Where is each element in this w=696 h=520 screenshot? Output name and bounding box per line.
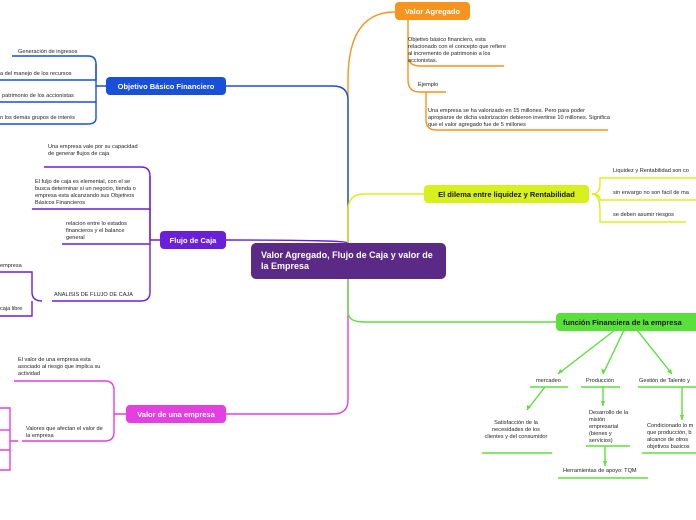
objetivo-item-patrimonio: patrimonio de los accionistas	[2, 93, 74, 99]
funcion-produccion: Producción	[586, 378, 614, 384]
mercadeo-satisfaccion: Satisfacción de la necesidades de los cl…	[484, 420, 548, 440]
flujo-item-elemental: El fuljo de caja es elemental, con el se…	[35, 179, 136, 206]
valor-empresa-riesgo: El valor de una empresa esta asociado al…	[18, 357, 101, 377]
dilema-item-2: sin envargo no son facil de ma	[613, 190, 689, 196]
objetivo-item-grupos-interes: n los demás grupos de interés	[0, 115, 75, 121]
analisis-item-caja-libre: caja libre	[0, 306, 23, 312]
topic-flujo-de-caja[interactable]: Flujo de Caja	[160, 231, 226, 249]
flujo-analisis: ANALISIS DE FLUJO DE CAJA	[54, 292, 133, 298]
objetivo-item-recursos: a del manejo de los recursos	[0, 71, 72, 77]
objetivo-item-ingresos: Generación de ingresos	[18, 49, 78, 55]
produccion-desarrollo-mision: Desarrollo de la misión empresarial (bie…	[589, 410, 629, 444]
topic-dilema-liquidez-rentabilidad[interactable]: El dilema entre liquidez y Rentabilidad	[424, 185, 589, 203]
valor-agregado-description: Objetivo básico financiero, esta relacio…	[408, 37, 506, 64]
flujo-item-valor-empresa: Una empresa vale por su capacidad de gen…	[48, 144, 138, 157]
dilema-item-3: se deben asumir riesgos	[613, 212, 674, 218]
talento-condicionado: Condicionado lo m que producción, b alca…	[647, 423, 694, 450]
dilema-item-1: Liquidez y Rentabilidad son co	[613, 168, 689, 174]
central-topic[interactable]: Valor Agregado, Flujo de Caja y valor de…	[251, 243, 446, 279]
valor-agregado-ejemplo-text: Una empresa se ha valorizado en 15 millo…	[428, 108, 610, 128]
funcion-talento: Gestión de Talento y	[639, 378, 690, 384]
topic-funcion-financiera[interactable]: función Financiera de la empresa	[556, 313, 696, 331]
valor-agregado-ejemplo-label: Ejemplo	[418, 82, 439, 88]
funcion-mercadeo: mercadeo	[536, 378, 561, 384]
topic-valor-de-una-empresa[interactable]: Valor de una empresa	[126, 405, 226, 423]
analisis-item-empresa: empresa	[0, 263, 22, 269]
produccion-herramientas-tqm: Herramientas de apoyo: TQM	[563, 468, 637, 474]
topic-objetivo-basico-financiero[interactable]: Objetivo Básico Financiero	[106, 77, 226, 95]
flujo-item-relacion-estados: relacion entre lo estados financieros y …	[66, 221, 127, 241]
valor-empresa-afectan: Valores que afectan el valor de la empre…	[26, 426, 103, 439]
topic-valor-agregado[interactable]: Valor Agregado	[395, 2, 470, 20]
